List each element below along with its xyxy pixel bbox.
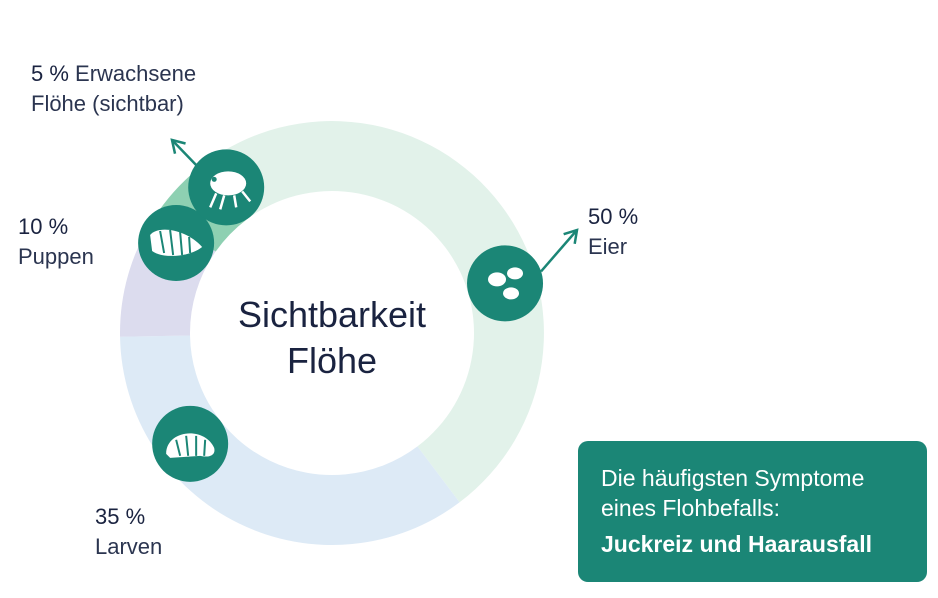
chart-title-line: Sichtbarkeit bbox=[237, 294, 427, 335]
label-eggs: 50 % Eier bbox=[588, 202, 638, 262]
label-pupae: 10 % Puppen bbox=[18, 212, 94, 272]
donut-slice bbox=[120, 335, 460, 545]
slice-name: Larven bbox=[95, 534, 163, 559]
adult-arrow-head bbox=[170, 138, 186, 154]
chart-title-line: Flöhe bbox=[286, 340, 378, 381]
slice-name: Eier bbox=[588, 234, 628, 259]
slice-name: Puppen bbox=[18, 244, 94, 269]
slice-name: Flöhe (sichtbar) bbox=[31, 91, 184, 116]
egg bbox=[503, 287, 520, 300]
symptoms-box: Die häufigsten Symptome eines Flohbefall… bbox=[578, 441, 927, 582]
eggs-icon bbox=[467, 245, 544, 322]
flea-body bbox=[210, 171, 247, 196]
larva-icon bbox=[152, 405, 229, 482]
donut-slice bbox=[204, 121, 544, 503]
flea-eye bbox=[211, 176, 217, 182]
slice-percent: 10 % bbox=[18, 214, 69, 239]
label-larvae: 35 % Larven bbox=[95, 502, 162, 562]
chart-title: Sichtbarkeit Flöhe bbox=[180, 292, 484, 384]
egg bbox=[507, 267, 524, 280]
adult-flea-icon bbox=[188, 149, 265, 226]
symptoms-text: Die häufigsten Symptome bbox=[601, 465, 865, 491]
flea-legs bbox=[209, 190, 252, 210]
larva-segments bbox=[175, 435, 207, 457]
pupa-icon bbox=[138, 205, 215, 281]
eggs-arrow bbox=[540, 229, 578, 273]
symptoms-text: eines Flohbefalls: bbox=[601, 495, 780, 521]
slice-percent: 5 % bbox=[31, 61, 69, 86]
label-adult: 5 % Erwachsene Flöhe (sichtbar) bbox=[31, 59, 196, 119]
slice-percent: 35 % bbox=[95, 504, 146, 529]
pupa-segments bbox=[159, 229, 192, 256]
icon-badge bbox=[467, 245, 544, 322]
slice-name: Erwachsene bbox=[75, 61, 197, 86]
symptoms-highlight: Juckreiz und Haarausfall bbox=[601, 531, 872, 557]
slice-percent: 50 % bbox=[588, 204, 639, 229]
eggs-arrow-head bbox=[563, 228, 579, 245]
stage-icons bbox=[138, 149, 544, 482]
egg bbox=[488, 272, 507, 287]
